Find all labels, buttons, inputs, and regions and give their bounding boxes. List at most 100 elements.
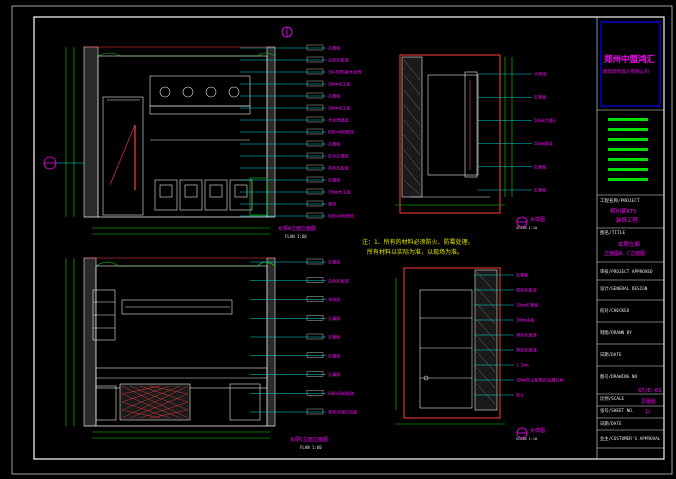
annotation-label: 白色乳胶漆	[328, 277, 349, 284]
material-code-box	[306, 371, 324, 377]
date2-label: 日期/DATE	[600, 421, 622, 427]
material-code-box	[306, 56, 324, 63]
annotation-label: 600×600瓷砖	[328, 213, 354, 220]
general-note-line2: 所有材料以实际为准，以现场为准。	[367, 248, 463, 256]
annotation-label: 50×50防腐木龙骨	[328, 69, 362, 76]
date-label: 日期/DATE	[600, 352, 622, 358]
annotation-label: 石膏板	[328, 315, 341, 322]
annotation-label: 石膏板	[534, 94, 547, 101]
material-code-box	[306, 296, 324, 302]
material-code-box	[306, 333, 324, 340]
annotation-label: 30mm木工板	[328, 189, 351, 196]
section-detail-top	[395, 54, 513, 214]
drawing-title-2: 立面图A、C立面图	[604, 250, 645, 257]
annotation-label: 10mm玻璃	[534, 140, 552, 147]
general-note-line1: 注：1、所有的材料必须防火、防霉处理。	[362, 238, 474, 246]
material-code-box	[306, 104, 324, 111]
scale-value: 见图纸	[641, 398, 656, 405]
annotation-label: 10mm防火板黑色金属石材	[516, 377, 564, 384]
section-bottom-subtitle: SCAIN 1:10	[516, 437, 537, 441]
annotation-label: 瓷砖	[328, 201, 336, 208]
annotation-label: 600×600瓷砖	[328, 129, 354, 136]
material-code-box	[306, 152, 324, 159]
annotation-label: 黑色乳胶漆	[516, 347, 537, 354]
annotation-label: 石膏板	[328, 45, 341, 52]
annotation-label: 白色乳胶漆	[328, 57, 349, 64]
material-code-box	[306, 92, 324, 99]
elevation-c-subtitle: FLAN 1:60	[300, 445, 322, 450]
material-code-box	[306, 258, 324, 265]
annotation-label: 1.5mm	[516, 363, 529, 368]
section-bottom-marker	[516, 427, 528, 439]
annotation-label: 木饰面	[328, 296, 341, 303]
material-code-box	[306, 352, 324, 358]
material-code-box	[306, 277, 324, 283]
annotation-label: 50mm大理石	[534, 117, 557, 124]
annotation-label: 黑色乳胶漆	[516, 287, 537, 294]
annotation-label: 石膏板	[328, 259, 341, 266]
material-code-box	[306, 188, 324, 195]
annotation-label: 30mm木工板	[328, 81, 351, 88]
material-code-box	[306, 68, 324, 75]
annotation-label: 石膏板	[328, 334, 341, 341]
material-code-box	[306, 408, 324, 415]
material-code-box	[306, 128, 324, 135]
company-logo-line1: 郑州中盟鸿汇	[604, 54, 656, 65]
material-code-box	[306, 164, 324, 171]
section-detail-bottom	[395, 267, 505, 425]
annotation-callouts: 石膏板白色乳胶漆50×50防腐木龙骨30mm木工板石膏板30mm木工板木龙骨基层…	[240, 45, 564, 416]
annotation-label: 石膏板	[534, 187, 547, 194]
title-block	[596, 16, 665, 460]
material-code-box	[306, 176, 324, 183]
annotation-label: 木龙骨基层	[328, 117, 349, 124]
company-logo-line2: 建筑装饰设计有限公司	[603, 68, 649, 75]
annotation-label: 防水石膏板	[328, 153, 350, 160]
annotation-label: 石膏板	[328, 352, 341, 359]
material-code-box	[306, 116, 324, 123]
annotation-label: 石膏板	[328, 371, 341, 378]
annotation-label: 黑色大理石台面	[328, 409, 357, 416]
project-name-2: 装饰工程	[616, 216, 639, 224]
elevation-a-subtitle: FLAN 1:60	[285, 234, 307, 239]
material-code-box	[306, 80, 324, 87]
annotation-label: 10mm石膏板	[516, 302, 539, 309]
elevation-a-title: 女厕A立面立面图	[278, 225, 316, 232]
customer-label: 业主/CUSTOMER'S APPROVAL	[600, 435, 661, 442]
scale-label: 比例/SCALE	[600, 395, 625, 402]
section-top-subtitle: SCAIN 1:10	[516, 226, 537, 230]
project-name-1: 郑州某KTV	[610, 207, 637, 215]
title-label: 图名/TITLE	[600, 229, 626, 236]
elevation-c	[65, 257, 276, 439]
elevation-a	[65, 46, 276, 235]
outer-frame	[11, 5, 673, 475]
annotation-label: 防火	[516, 392, 525, 399]
drawn-label: 制图/DRAWN BY	[600, 329, 632, 336]
annotation-label: 600×600瓷砖	[328, 390, 354, 397]
project-label: 工程名称/PROJECT	[600, 197, 640, 204]
checked-label: 校对/CHECKED	[600, 307, 630, 314]
material-code-box	[306, 390, 324, 396]
section-marker-b	[281, 26, 293, 38]
title-block-rows	[597, 227, 664, 449]
annotation-label: 石膏板	[328, 141, 341, 148]
drawing-no-value: ST/E-03	[638, 388, 661, 394]
annotation-label: 石膏板	[516, 272, 529, 279]
section-marker-a	[43, 156, 84, 170]
section-top-marker	[516, 216, 528, 228]
annotation-label: 石膏板	[534, 163, 547, 170]
annotation-label: 石膏板	[328, 93, 341, 100]
material-code-box	[306, 44, 324, 51]
section-top-title: 大样图	[530, 216, 545, 223]
annotation-label: 黑色乳胶漆	[328, 165, 349, 172]
material-code-box	[306, 212, 324, 219]
approved-label: 审核/PROJECT APPROVED	[600, 268, 653, 275]
design-label: 设计/GENERAL DESIGN	[600, 285, 648, 292]
material-code-box	[306, 200, 324, 207]
sheet-no-value: 1/	[645, 409, 651, 415]
annotation-label: 10mm夹板	[516, 317, 535, 324]
revision-bars	[608, 118, 648, 181]
drawing-no-label: 图号/DRAWING NO	[600, 374, 637, 380]
section-bottom-title: 大样图	[530, 427, 545, 434]
annotation-label: 石膏板	[328, 177, 341, 184]
